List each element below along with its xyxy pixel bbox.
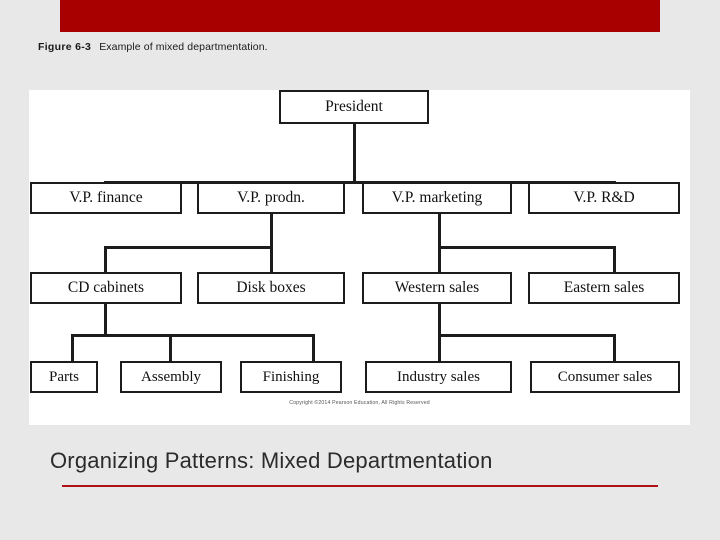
connector-cd-cabinets-bus: [71, 334, 315, 337]
org-node-industry-sales: Industry sales: [365, 361, 512, 393]
figure-number: Figure 6-3: [38, 41, 92, 53]
slide-title: Organizing Patterns: Mixed Departmentati…: [50, 448, 493, 473]
connector-drop-industry-sales: [438, 334, 441, 362]
connector-drop-cd-cabinets: [104, 246, 107, 273]
org-node-eastern-sales: Eastern sales: [528, 272, 680, 304]
org-chart-panel: President V.P. finance V.P. prodn. V.P. …: [29, 90, 690, 425]
figure-description: Example of mixed departmentation.: [99, 41, 268, 53]
org-node-vp-prodn: V.P. prodn.: [197, 182, 345, 214]
org-node-cd-cabinets: CD cabinets: [30, 272, 182, 304]
org-node-vp-rd: V.P. R&D: [528, 182, 680, 214]
connector-western-sales-stem: [438, 304, 441, 336]
connector-drop-consumer-sales: [613, 334, 616, 362]
org-node-vp-marketing: V.P. marketing: [362, 182, 512, 214]
connector-president-stem: [353, 124, 356, 183]
connector-drop-finishing: [312, 334, 315, 362]
org-node-disk-boxes: Disk boxes: [197, 272, 345, 304]
top-accent-banner: [60, 0, 660, 32]
connector-drop-assembly: [169, 334, 172, 362]
org-node-president: President: [279, 90, 429, 124]
org-node-consumer-sales: Consumer sales: [530, 361, 680, 393]
org-node-western-sales: Western sales: [362, 272, 512, 304]
connector-drop-western-sales: [438, 246, 441, 273]
connector-vp-marketing-stem: [438, 214, 441, 248]
connector-prodn-bus: [104, 246, 273, 249]
connector-drop-parts: [71, 334, 74, 362]
org-node-finishing: Finishing: [240, 361, 342, 393]
org-node-assembly: Assembly: [120, 361, 222, 393]
org-chart-diagram: President V.P. finance V.P. prodn. V.P. …: [29, 90, 690, 425]
connector-drop-eastern-sales: [613, 246, 616, 273]
org-node-vp-finance: V.P. finance: [30, 182, 182, 214]
connector-vp-prodn-stem: [270, 214, 273, 248]
title-underline-rule: [62, 485, 658, 487]
connector-western-sales-bus: [438, 334, 616, 337]
connector-level2-bus: [104, 181, 616, 184]
figure-caption: Figure 6-3 Example of mixed departmentati…: [38, 41, 268, 53]
copyright-notice: Copyright ©2014 Pearson Education, All R…: [289, 400, 430, 406]
connector-marketing-bus: [438, 246, 616, 249]
connector-drop-disk-boxes: [270, 246, 273, 273]
org-node-parts: Parts: [30, 361, 98, 393]
connector-cd-cabinets-stem: [104, 304, 107, 336]
